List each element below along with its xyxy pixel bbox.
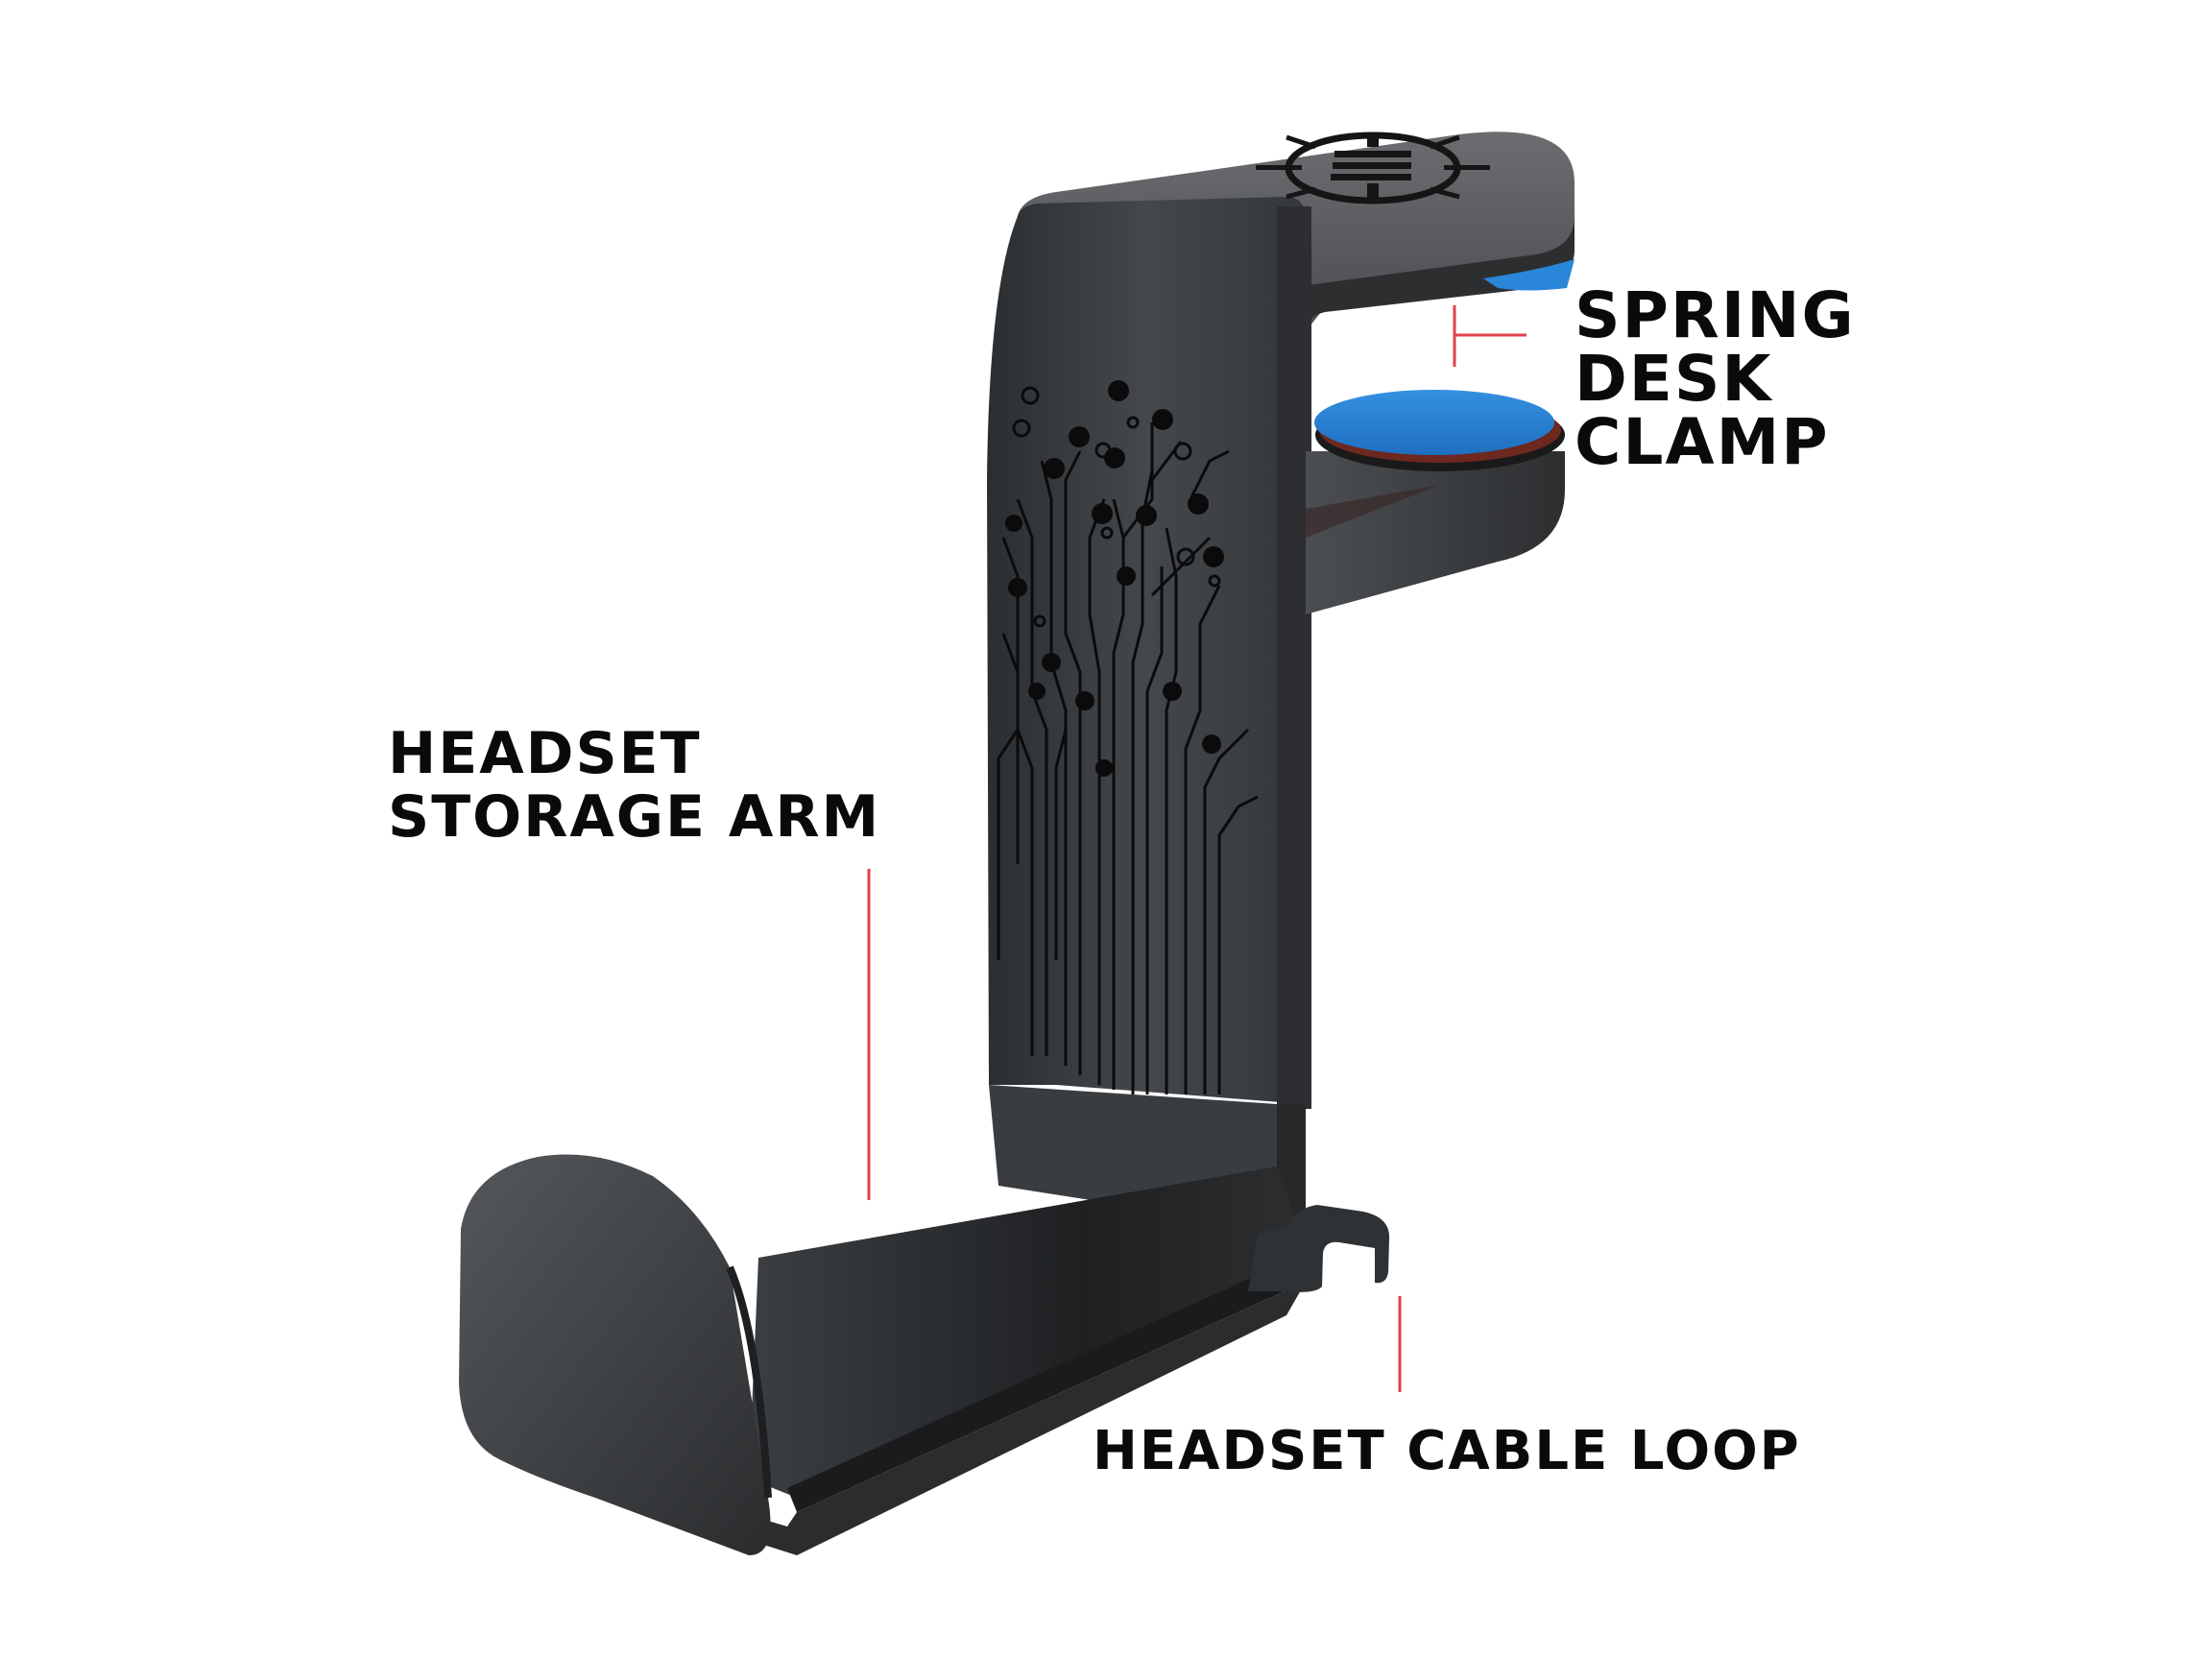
spring-desk-clamp-label: SPRING DESK CLAMP [1575,284,1856,474]
callout-leader-lines [867,305,1527,1392]
circuit-rings [1012,386,1221,628]
label-line: STORAGE ARM [388,783,881,851]
label-line: SPRING [1575,278,1856,352]
headset-cable-loop [1248,1205,1390,1292]
headset-storage-arm-label: HEADSET STORAGE ARM [388,722,880,849]
vertical-body [987,197,1311,1109]
circuit-pattern [997,422,1259,1094]
blue-grip-pad [1314,390,1554,455]
label-line: HEADSET [388,720,702,787]
label-line: CLAMP [1575,405,1830,479]
headset-cable-loop-label: HEADSET CABLE LOOP [1093,1423,1801,1480]
headset-storage-arm [459,1154,1306,1555]
brand-logo-icon [1256,132,1490,204]
label-line: DESK [1575,342,1773,416]
spring-desk-clamp [1306,390,1565,614]
label-line: HEADSET CABLE LOOP [1093,1420,1801,1482]
circuit-nodes [1005,380,1224,777]
